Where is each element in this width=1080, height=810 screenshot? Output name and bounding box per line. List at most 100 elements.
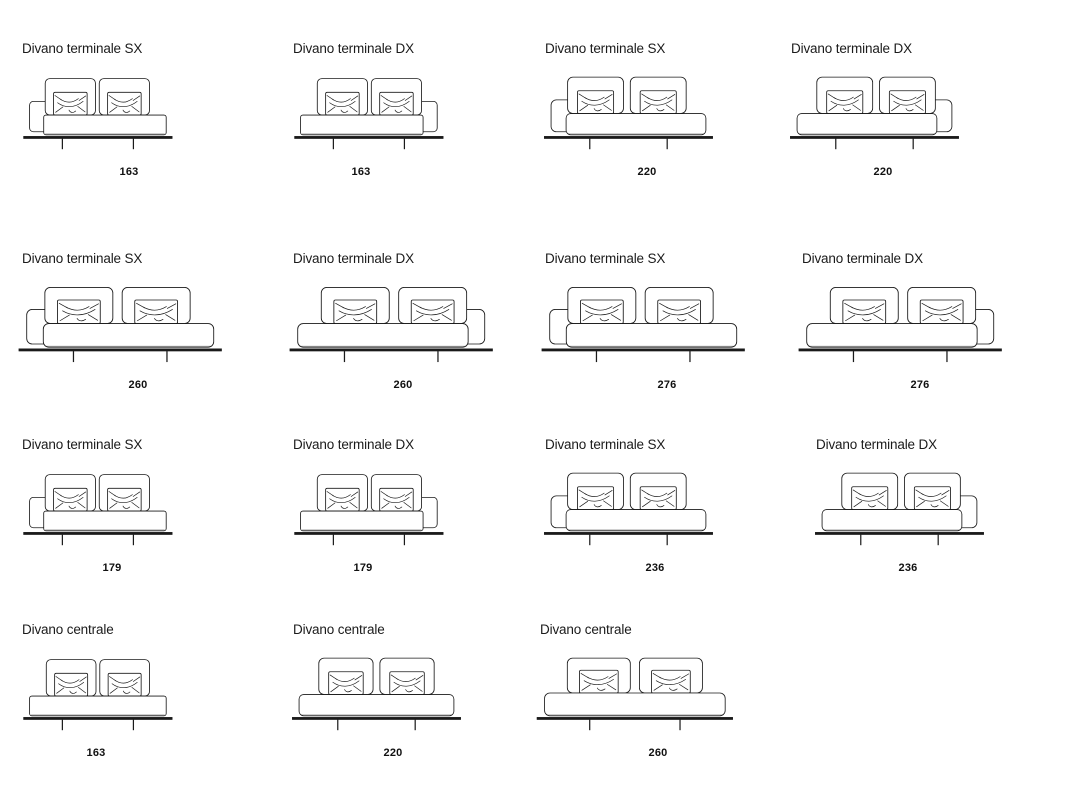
cushion-crease [852, 104, 861, 111]
plinth-base [294, 532, 444, 535]
cushion-crease [62, 309, 96, 316]
cushion-crease [165, 314, 176, 321]
cushion-crease [878, 490, 887, 496]
cushion-crease [914, 104, 924, 111]
cushion-crease [606, 684, 617, 691]
cushion-crease [350, 491, 359, 497]
seat-cushion [300, 114, 424, 136]
dimension-label: 276 [910, 379, 930, 391]
cushion-crease [579, 500, 588, 508]
sofa-elevation-drawing [294, 78, 444, 150]
item-title: Divano terminale SX [22, 437, 143, 452]
cushion-crease [139, 309, 173, 316]
plinth-base [23, 532, 173, 535]
item-title: Divano centrale [540, 622, 632, 637]
cushion-crease [329, 674, 338, 680]
cushion-crease [336, 314, 347, 322]
cushion-crease [877, 500, 886, 507]
cushion-crease [54, 491, 62, 497]
dimension-label: 260 [128, 379, 148, 391]
item-title: Divano terminale SX [545, 437, 666, 452]
cushion-crease [579, 104, 588, 112]
cushion-crease [680, 673, 690, 679]
cushion-crease [414, 685, 423, 692]
sofa-elevation-drawing [23, 659, 173, 731]
dimension-label: 236 [645, 562, 665, 574]
cushion-crease [581, 302, 592, 309]
cushion-crease [416, 309, 450, 316]
cushion-crease [109, 687, 118, 694]
cushion-crease [667, 94, 676, 100]
cushion-crease [136, 314, 148, 322]
cushion-crease [642, 500, 651, 508]
cushion-crease [332, 680, 360, 687]
sofa-elevation-drawing [294, 474, 444, 546]
cushion-crease [349, 106, 358, 113]
sofa-drawing-container [293, 464, 468, 549]
cushion-crease [154, 318, 164, 322]
cushion-crease [122, 505, 131, 509]
cushion-crease [891, 104, 900, 112]
cushion-crease [939, 500, 949, 507]
item-title: Divano terminale SX [22, 41, 143, 56]
cushion-crease [326, 491, 335, 497]
cushion-crease [915, 489, 924, 495]
seat-cushion [297, 323, 469, 348]
cushion-crease [641, 489, 650, 495]
seat-cushion [43, 114, 167, 136]
cushion-crease [679, 684, 689, 691]
seat-cushion [42, 323, 215, 348]
cushion-crease [403, 106, 412, 113]
cushion-crease [669, 687, 678, 691]
cushion-crease [612, 303, 622, 309]
cushion-crease [327, 502, 336, 509]
cushion-crease [652, 673, 662, 679]
sofa-drawing-container [798, 278, 1045, 366]
item-title: Divano terminale SX [22, 251, 143, 266]
seat-cushion [565, 509, 707, 532]
sofa-drawing-container [790, 68, 991, 153]
sofa-drawing-container [22, 649, 184, 734]
sofa-drawing-container [293, 68, 468, 153]
dimension-label: 163 [351, 166, 371, 178]
cushion-crease [921, 302, 931, 309]
cushion-crease [413, 314, 424, 322]
cushion-crease [939, 318, 949, 322]
sofa-elevation-drawing [790, 76, 959, 150]
seat-cushion [544, 692, 726, 717]
cushion-crease [381, 106, 390, 113]
cushion-crease [132, 95, 141, 101]
item-title: Divano centrale [22, 622, 114, 637]
cushion-crease [390, 674, 399, 680]
plinth-base [292, 717, 461, 720]
plinth-base [536, 717, 733, 720]
item-title: Divano terminale SX [545, 41, 666, 56]
cushion-crease [326, 95, 335, 101]
cushion-crease [930, 504, 939, 508]
cushion-crease [383, 497, 410, 504]
plinth-base [541, 348, 745, 352]
cushion-crease [688, 314, 699, 321]
sofa-drawing-container [544, 464, 745, 549]
cushion-crease [55, 106, 64, 113]
plinth-base [23, 136, 173, 139]
cushion-crease [54, 95, 62, 101]
cushion-crease [68, 505, 77, 509]
plinth-base [18, 348, 222, 352]
seat-cushion [43, 510, 167, 532]
cushion-crease [122, 690, 131, 694]
cushion-crease [667, 490, 676, 496]
cushion-crease [689, 303, 700, 309]
sofa-drawing-container [22, 464, 197, 549]
seat-cushion [806, 323, 978, 348]
cushion-crease [844, 302, 854, 309]
cushion-crease [132, 491, 141, 497]
sofa-elevation-drawing [544, 472, 713, 546]
plinth-base [544, 532, 713, 535]
sofa-drawing-container [541, 278, 788, 366]
cushion-crease [441, 314, 452, 321]
dimension-label: 179 [102, 562, 122, 574]
cushion-crease [644, 495, 673, 502]
dimension-label: 236 [898, 562, 918, 574]
cushion-crease [78, 95, 87, 101]
